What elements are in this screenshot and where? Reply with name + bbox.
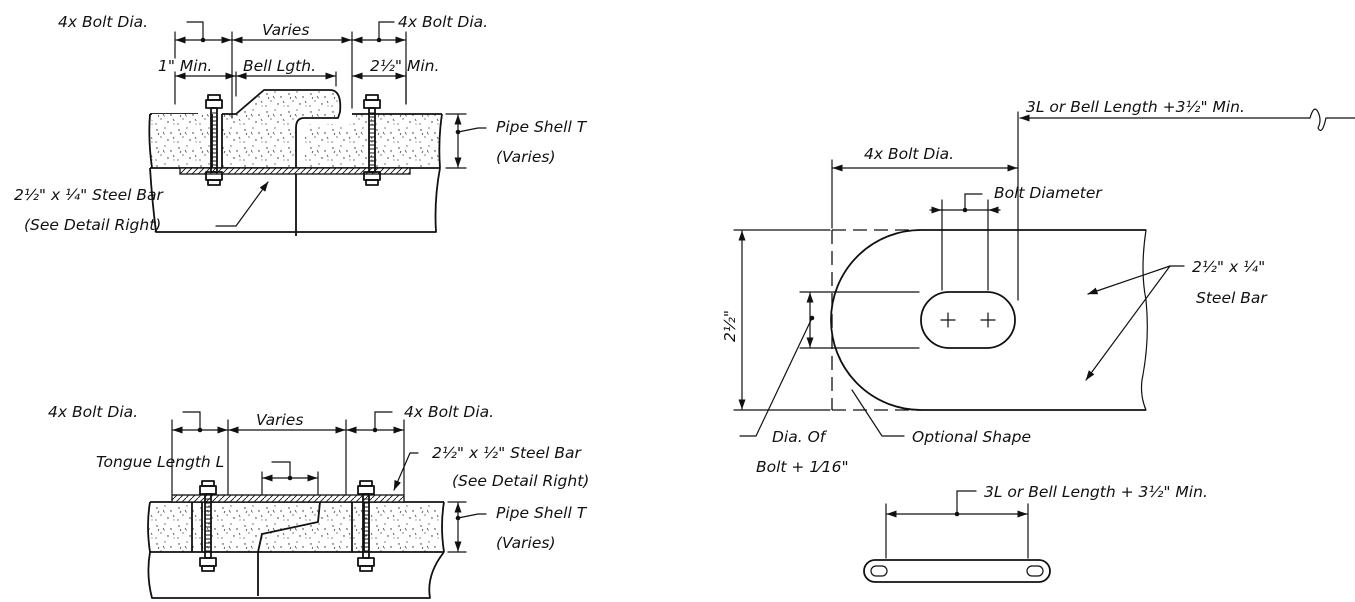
detail-b-tongue-label: Tongue Length L [96, 453, 224, 471]
detail-b-steel-bar [171, 494, 405, 503]
detail-a-bell-joint: 4x Bolt Dia. Varies 4x Bolt Dia. 1" Min.… [14, 13, 588, 236]
detail-d-overall-label: 3L or Bell Length + 3½" Min. [984, 483, 1208, 501]
detail-b-middle-label: Varies [256, 411, 303, 429]
detail-c-bar-label: 2½" x ¼" [1192, 258, 1265, 276]
detail-b-bar-sub-label: (See Detail Right) [452, 472, 589, 490]
detail-b-right-spacing-label: 4x Bolt Dia. [404, 403, 494, 421]
detail-b-bar-label: 2½" x ½" Steel Bar [432, 444, 582, 462]
detail-a-shell-sub-label: (Varies) [496, 148, 556, 166]
detail-c-end-spacing-label: 4x Bolt Dia. [864, 145, 954, 163]
detail-a-bar-label: 2½" x ¼" Steel Bar [14, 186, 164, 204]
detail-d-bar-elevation: 3L or Bell Length + 3½" Min. [863, 483, 1208, 583]
detail-d-bar-outline [863, 559, 1051, 583]
detail-c-bar-outline [830, 229, 1146, 411]
detail-a-bell-length-label: Bell Lgth. [243, 57, 316, 75]
detail-b-left-spacing-label: 4x Bolt Dia. [48, 403, 138, 421]
detail-c-overall-label: 3L or Bell Length +3½" Min. [1026, 98, 1245, 116]
detail-a-left-pipe [150, 90, 341, 168]
detail-c-slot [920, 291, 1016, 349]
detail-b-tongue-joint: 4x Bolt Dia. Varies 4x Bolt Dia. Tongue … [48, 403, 589, 599]
detail-d-right-slot [1026, 565, 1044, 577]
detail-a-min-left-label: 1" Min. [158, 57, 212, 75]
detail-a-middle-label: Varies [262, 21, 309, 39]
detail-a-min-right-label: 2½" Min. [370, 57, 439, 75]
detail-a-bar-sub-label: (See Detail Right) [24, 216, 161, 234]
detail-c-bolt-diameter-label: Bolt Diameter [994, 184, 1103, 202]
detail-c-width-label: 2½" [721, 310, 739, 342]
detail-a-right-pipe [150, 114, 212, 168]
detail-a-left-spacing-label: 4x Bolt Dia. [58, 13, 148, 31]
detail-a-steel-bar [179, 167, 411, 175]
detail-c-hole-label: Dia. Of [772, 428, 828, 446]
detail-c-optional-label: Optional Shape [912, 428, 1031, 446]
detail-c-optional-square-end [831, 229, 921, 411]
detail-c-bar-sub-label: Steel Bar [1196, 289, 1268, 307]
detail-c-steel-bar-plan: 3L or Bell Length +3½" Min. 4x Bolt Dia.… [721, 98, 1355, 476]
detail-a-right-spacing-label: 4x Bolt Dia. [398, 13, 488, 31]
detail-b-shell-sub-label: (Varies) [496, 534, 556, 552]
detail-c-hole-sub-label: Bolt + 1⁄16" [756, 458, 849, 476]
detail-a-shell-label: Pipe Shell T [496, 118, 588, 136]
detail-d-left-slot [870, 565, 888, 577]
detail-b-shell-label: Pipe Shell T [496, 504, 588, 522]
